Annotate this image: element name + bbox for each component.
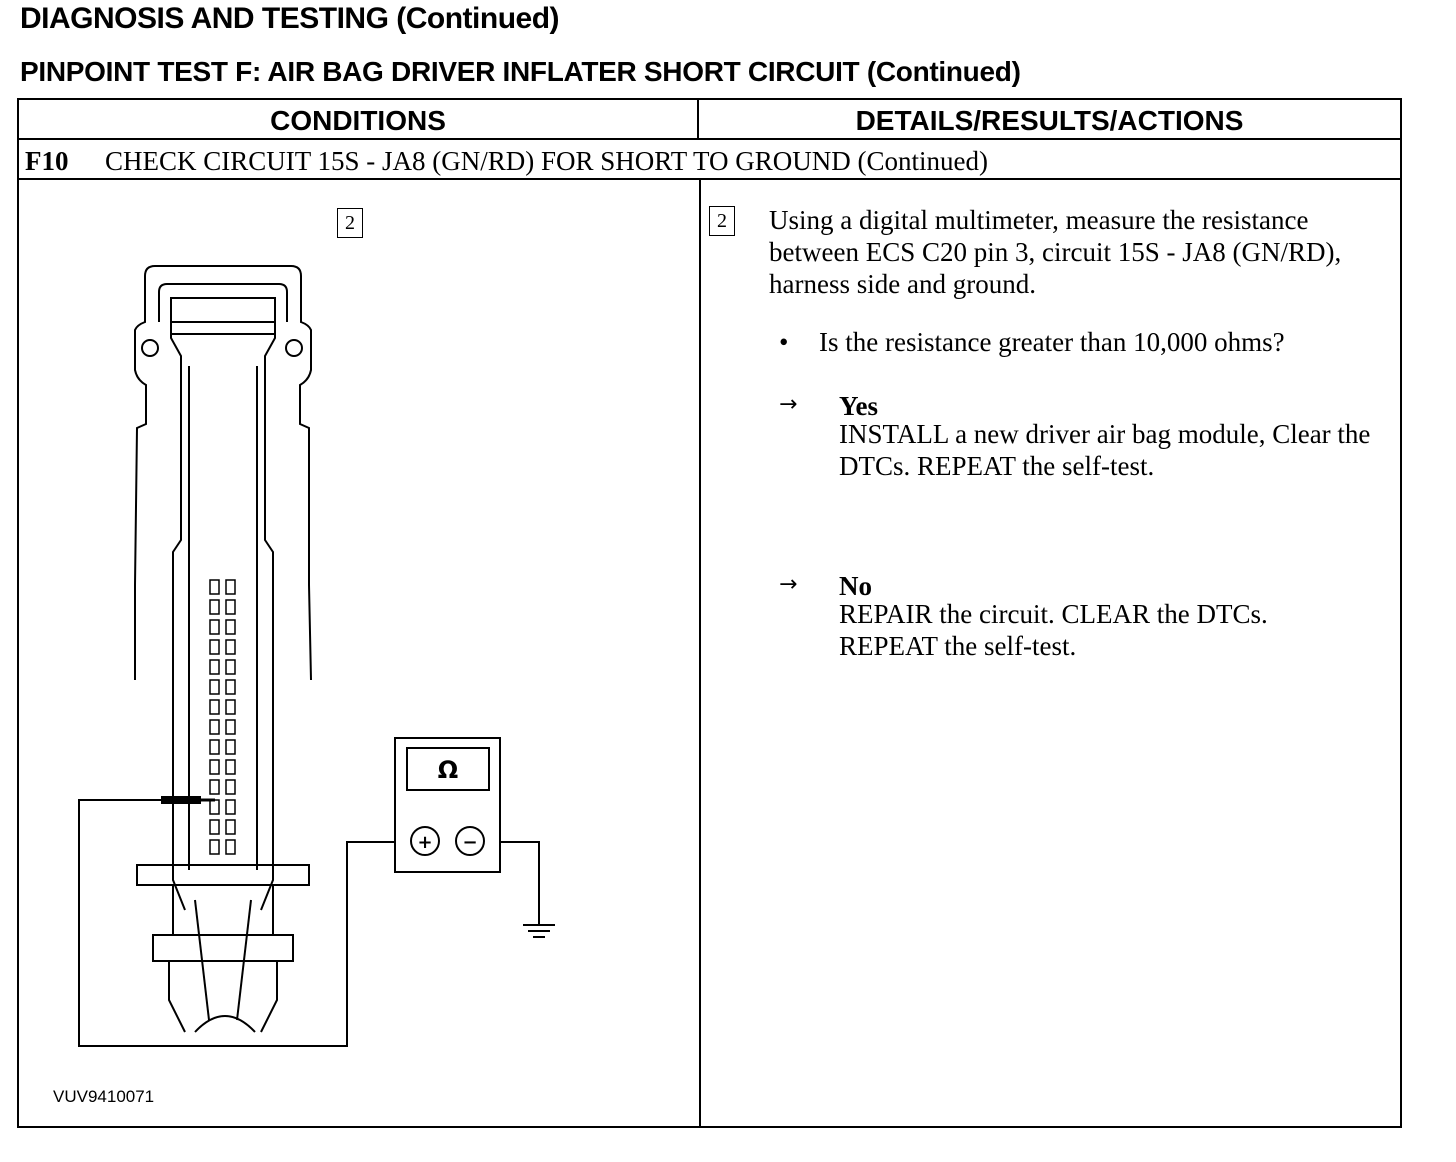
no-arrow-icon: → [779,572,798,597]
plus-terminal-label: + [417,832,432,853]
connector-collar [136,864,310,886]
result-no-label: No [839,571,872,601]
connector-shroud [134,265,312,681]
result-no-action: REPAIR the circuit. CLEAR the DTCs. REPE… [839,599,1268,661]
instruction-text: Using a digital multimeter, measure the … [769,205,1342,299]
test-question: Is the resistance greater than 10,000 oh… [819,327,1285,357]
connector-latch [158,283,288,322]
ground-icon [523,924,555,938]
result-yes-action: INSTALL a new driver air bag module, Cle… [839,419,1371,481]
test-table: CONDITIONS DETAILS/RESULTS/ACTIONS F10 C… [17,98,1402,1128]
multimeter-icon [394,737,501,873]
terminal-body [170,322,186,911]
conditions-step-number: 2 [337,208,363,238]
bullet-marker: • [779,327,789,357]
probe-tip [161,796,201,804]
details-step-number: 2 [709,206,735,236]
column-divider [699,180,701,1126]
details-header: DETAILS/RESULTS/ACTIONS [699,100,1400,140]
step-id: F10 [25,146,69,176]
connector-test-diagram: Ω + − [78,265,555,1047]
pinpoint-test-title: PINPOINT TEST F: AIR BAG DRIVER INFLATER… [20,56,1021,87]
step-title: CHECK CIRCUIT 15S - JA8 (GN/RD) FOR SHOR… [105,146,988,176]
result-yes-label: Yes [839,391,878,421]
page-title: DIAGNOSIS AND TESTING (Continued) [20,2,560,35]
mounting-hole-right [285,339,303,357]
terminal-cavities [209,579,236,855]
mounting-hole-left [141,339,159,357]
step-row: F10 CHECK CIRCUIT 15S - JA8 (GN/RD) FOR … [19,140,1400,180]
minus-terminal-label: − [462,832,477,853]
test-lead-wires [78,799,540,1047]
ohm-symbol: Ω [438,756,458,784]
connector-lock-ring [152,934,294,962]
yes-arrow-icon: → [779,392,798,417]
conditions-header: CONDITIONS [19,100,699,140]
figure-code: VUV9410071 [53,1087,155,1106]
